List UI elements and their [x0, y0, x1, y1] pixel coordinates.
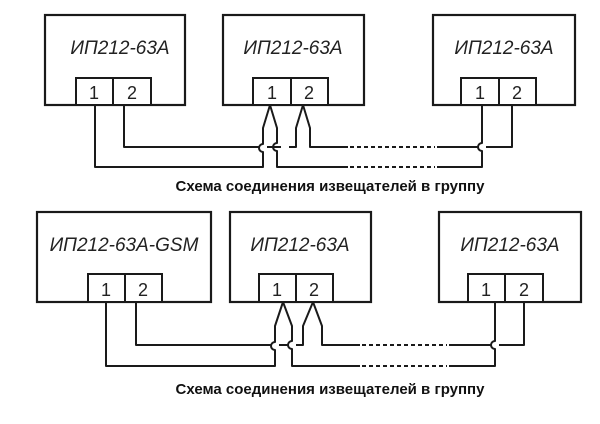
device-3: ИП212-63А 1 2	[437, 210, 583, 304]
device-label: ИП212-63А	[250, 235, 349, 256]
device-label: ИП212-63А-GSM	[50, 235, 199, 256]
terminal-2-label: 2	[309, 280, 319, 300]
device-1-gsm: ИП212-63А-GSM 1 2	[35, 210, 213, 304]
device-2: ИП212-63А 1 2	[221, 13, 366, 107]
terminal-2	[295, 273, 334, 303]
wire-t2-dev1-dev2	[135, 301, 314, 346]
terminal-1	[252, 77, 292, 106]
device-label: ИП212-63А	[460, 235, 559, 256]
wire-t2-dev2-out	[302, 104, 348, 148]
wire-t1-dev2-out	[269, 104, 348, 168]
device-label: ИП212-63А	[70, 38, 169, 59]
terminal-1-label: 1	[101, 280, 111, 300]
wire-t1-dev3	[449, 302, 496, 367]
terminal-2	[498, 77, 537, 106]
terminal-1-label: 1	[272, 280, 282, 300]
device-1: ИП212-63А 1 2	[43, 13, 187, 107]
terminal-1-label: 1	[267, 83, 277, 103]
wires-bottom	[105, 301, 525, 367]
wire-t1-dev1-dev2	[94, 104, 271, 168]
terminal-1	[467, 273, 506, 303]
caption-top: Схема соединения извещателей в группу	[176, 178, 486, 195]
terminal-2-label: 2	[127, 83, 137, 103]
diagram-top: ИП212-63А 1 2 ИП212-63А 1 2 ИП212-63А 1 …	[43, 13, 577, 195]
terminal-2	[124, 273, 163, 303]
terminal-2-label: 2	[519, 280, 529, 300]
wire-t2-dev3	[437, 105, 513, 148]
terminal-2-label: 2	[138, 280, 148, 300]
device-3: ИП212-63А 1 2	[431, 13, 577, 107]
device-label: ИП212-63А	[243, 38, 342, 59]
terminal-1	[258, 273, 297, 303]
wire-t1-dev1-dev2	[105, 301, 284, 367]
caption-bottom: Схема соединения извещателей в группу	[176, 381, 486, 398]
terminal-1-label: 1	[89, 83, 99, 103]
diagram-bottom: ИП212-63А-GSM 1 2 ИП212-63А 1 2 ИП212-63…	[35, 210, 583, 398]
wire-t1-dev3	[437, 105, 483, 168]
terminal-2	[290, 77, 329, 106]
wire-t2-dev2-out	[312, 301, 360, 346]
terminal-2-label: 2	[304, 83, 314, 103]
device-label: ИП212-63А	[454, 38, 553, 59]
terminal-1	[460, 77, 500, 106]
terminal-2	[112, 77, 152, 106]
device-2: ИП212-63А 1 2	[228, 210, 373, 304]
wires-top	[94, 104, 513, 168]
wire-t2-dev3	[449, 302, 525, 346]
terminal-1-label: 1	[475, 83, 485, 103]
terminal-2-label: 2	[512, 83, 522, 103]
terminal-1-label: 1	[481, 280, 491, 300]
wire-t1-dev2-out	[282, 301, 360, 367]
